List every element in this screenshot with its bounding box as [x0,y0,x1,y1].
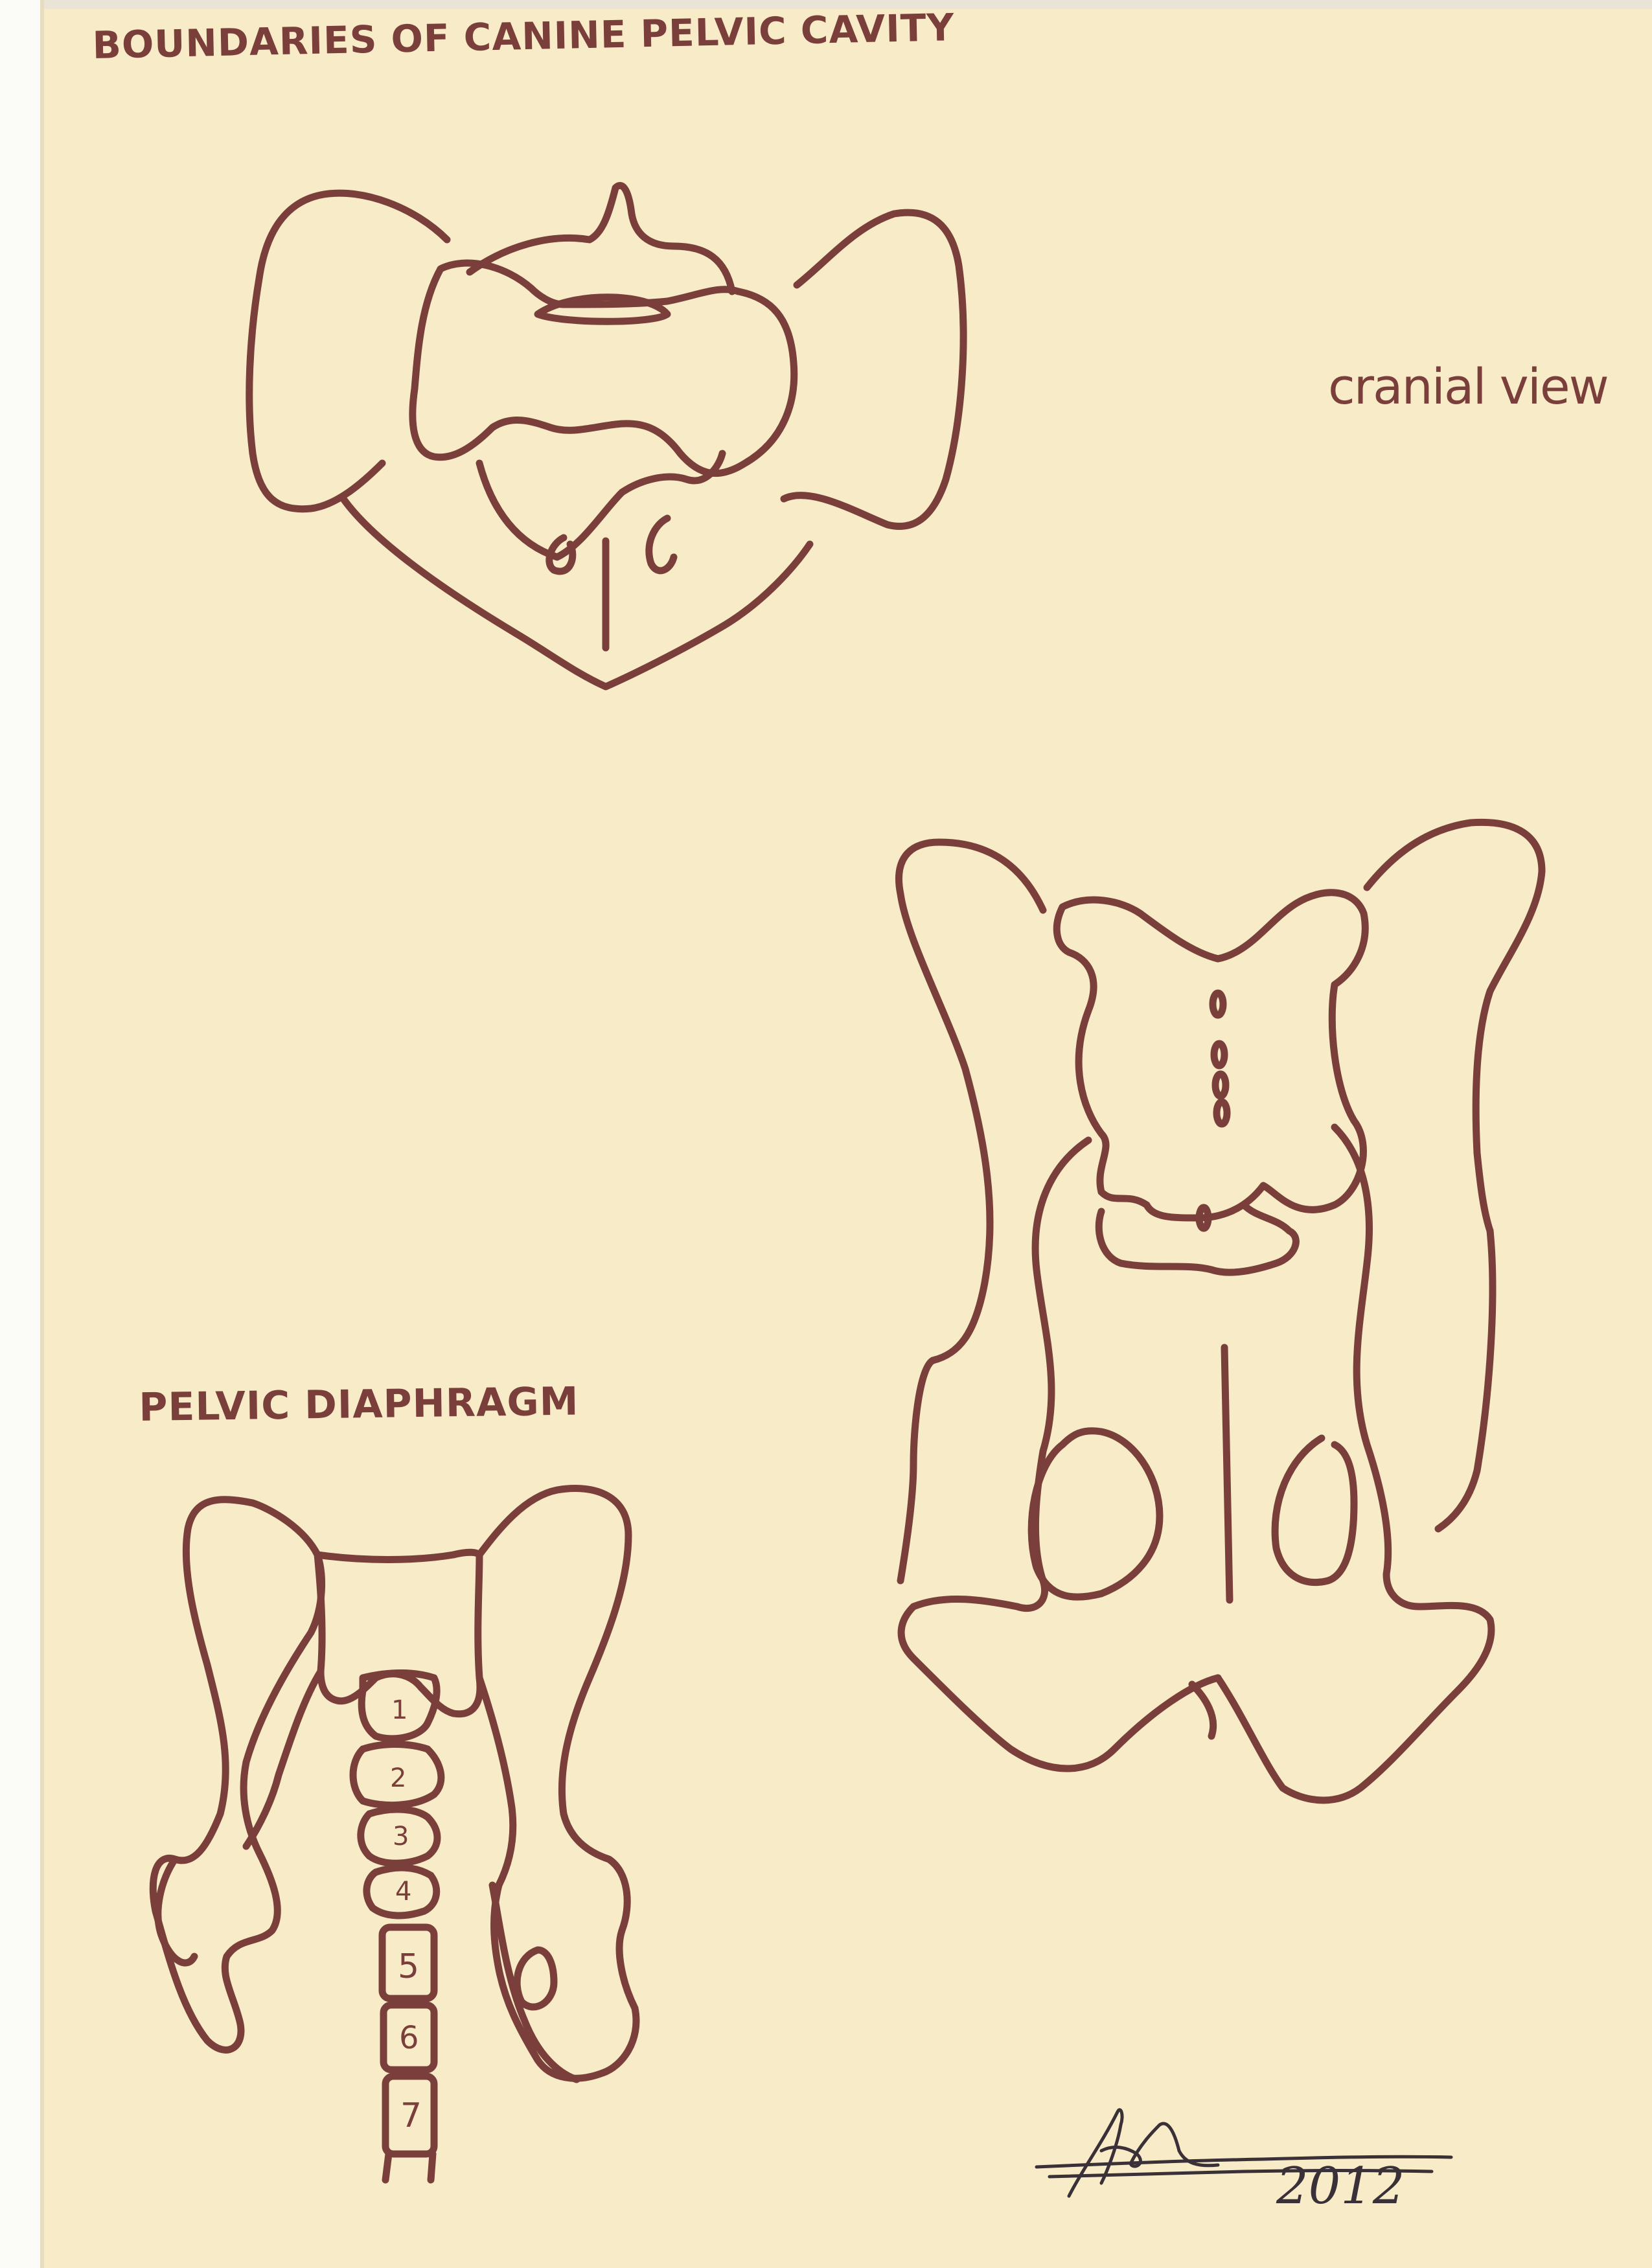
dorsal-right-ilium [1363,818,1546,1235]
caudal-vertebra-5 [378,1923,438,2002]
left-ilium-wing [246,189,451,513]
vertebra-label-7: 7 [400,2096,422,2135]
pelvic-diaphragm-sketch [149,1485,640,2184]
pelvic-inlet [476,450,726,561]
caudal-vertebra-6 [380,2001,438,2074]
diaphragm-right-ischium-knob [513,1946,558,2011]
sacral-spinous-process [466,182,736,295]
neural-canal [534,293,671,325]
diaphragm-left-body [242,1667,325,1850]
cranial-view-pelvis-sketch [246,182,967,691]
diaphragm-right-body [476,1674,517,1889]
caudal-vertebra-7 [382,2072,438,2158]
diaphragm-right-ilium [476,1485,640,2082]
left-obturator-curl [545,534,577,575]
vertebra-label-2: 2 [390,1763,407,1793]
sacral-foramen-1 [1209,989,1227,1019]
sacral-foramen-2 [1210,1040,1228,1070]
diaphragm-right-inner [488,1881,580,2083]
caudal-vertebra-2 [349,1741,445,1809]
scan-left-margin [0,0,40,2268]
caudal-vertebra-3 [357,1805,441,1867]
dorsal-left-body [897,1136,1222,1772]
right-obturator-foramen [1271,1434,1358,1586]
dorsal-left-outer [897,1357,937,1585]
dorsal-caudal-vertebra [1095,1201,1300,1276]
caudal-vertebra-1 [358,1669,441,1743]
sacral-foramen-4 [1213,1098,1231,1128]
scan-top-edge [0,0,1652,9]
tail-end-right [427,2150,437,2184]
right-obturator-curl [645,514,678,575]
diaphragm-left-ischium [154,1855,198,1967]
dorsal-right-body [1214,1123,1495,1804]
tail-end-left [382,2150,393,2184]
vertebra-label-6: 6 [399,2020,419,2056]
vertebra-label-3: 3 [393,1822,409,1851]
vertebra-label-5: 5 [398,1947,420,1986]
tail-base-curl [1188,1680,1217,1740]
vertebra-label-1: 1 [391,1695,408,1725]
caudal-vertebra-4 [363,1864,441,1919]
left-obturator-foramen [1027,1427,1164,1601]
scan-left-edge-shadow [40,0,44,2268]
sacral-foramen-3 [1211,1070,1230,1100]
dorsal-view-pelvis-sketch [895,818,1546,1804]
dorsal-left-ilium [895,838,1047,1364]
dorsal-symphysis [1221,1344,1233,1604]
diaphragm-left-ilium [149,1496,326,2054]
signature-year: 2012 [1276,2157,1405,2216]
caudal-foramen [1195,1204,1212,1232]
dorsal-sacrum [1053,889,1369,1222]
right-ilium-wing [780,209,967,530]
dorsal-right-outer [1434,1227,1497,1533]
diaphragm-sacrum [314,1548,484,1718]
artist-signature [1035,2108,1453,2198]
vertebra-label-4: 4 [395,1877,412,1907]
ventral-pelvic-floor [339,495,814,691]
cranial-view-caption: cranial view [1328,358,1609,415]
